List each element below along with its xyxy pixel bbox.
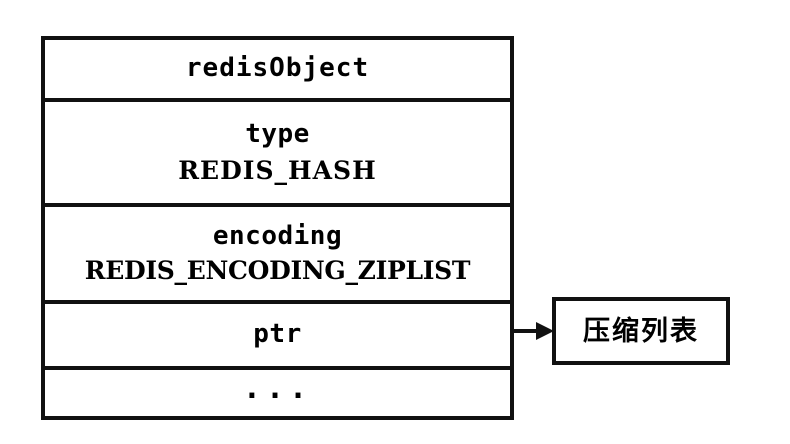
ziplist-target-box: 压缩列表 [552, 297, 730, 365]
ellipsis-label: ... [242, 371, 313, 406]
encoding-field-value: REDIS_ENCODING_ZIPLIST [84, 255, 471, 285]
type-field-label: type [245, 119, 310, 150]
ptr-to-ziplist-arrow-icon [512, 322, 554, 340]
struct-row-header: redisObject [45, 40, 510, 98]
struct-name-label: redisObject [185, 53, 370, 84]
struct-row-ptr: ptr [45, 300, 510, 366]
redis-object-struct-box: redisObject type REDIS_HASH encoding RED… [41, 36, 514, 420]
struct-row-type: type REDIS_HASH [45, 98, 510, 203]
type-field-value: REDIS_HASH [178, 155, 377, 185]
ptr-field-label: ptr [253, 319, 302, 350]
struct-row-ellipsis: ... [45, 366, 510, 416]
ziplist-label: 压缩列表 [583, 315, 699, 347]
struct-row-encoding: encoding REDIS_ENCODING_ZIPLIST [45, 203, 510, 300]
encoding-field-label: encoding [212, 221, 343, 252]
